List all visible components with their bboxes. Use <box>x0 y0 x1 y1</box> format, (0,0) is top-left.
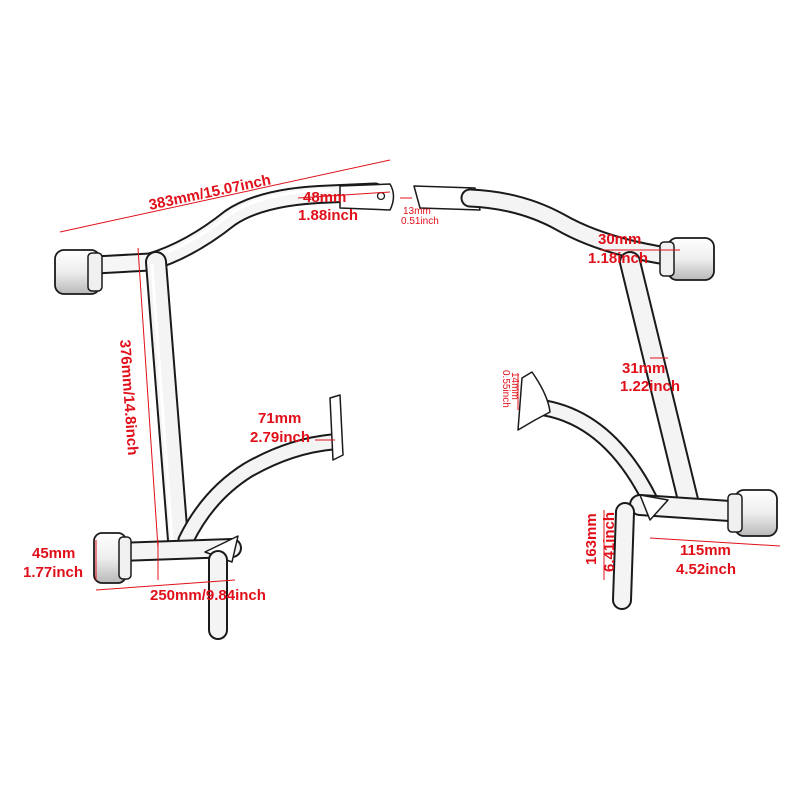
hole-mm-label: 13mm <box>403 206 431 217</box>
slider-mm-label: 45mm <box>32 545 75 562</box>
tab-inch-label: 0.55inch <box>500 370 511 408</box>
height-mm-label: 163mm <box>583 513 600 565</box>
plate-inch-label: 2.79inch <box>250 429 310 446</box>
bracket-mm-label: 48mm <box>303 189 346 206</box>
tube-top-mm-label: 30mm <box>598 231 641 248</box>
slider-right-inch-label: 4.52inch <box>676 561 736 578</box>
hole-inch-label: 0.51inch <box>401 216 439 227</box>
left-crash-bar <box>54 182 395 640</box>
tube-top-inch-label: 1.18inch <box>588 250 648 267</box>
tube-mid-mm-label: 31mm <box>622 360 665 377</box>
plate-mm-label: 71mm <box>258 410 301 427</box>
height-inch-label: 6.41inch <box>601 512 618 572</box>
bracket-inch-label: 1.88inch <box>298 207 358 224</box>
lower-width-label: 250mm/9.84inch <box>150 587 266 604</box>
right-crash-bar <box>413 185 778 610</box>
left-height-label: 376mm/14.8inch <box>116 339 141 456</box>
slider-right-mm-label: 115mm <box>680 542 731 559</box>
tube-mid-inch-label: 1.22inch <box>620 378 680 395</box>
slider-inch-label: 1.77inch <box>23 564 83 581</box>
tab-mm-label: 14mm <box>509 372 520 400</box>
dimension-lines <box>59 159 781 591</box>
